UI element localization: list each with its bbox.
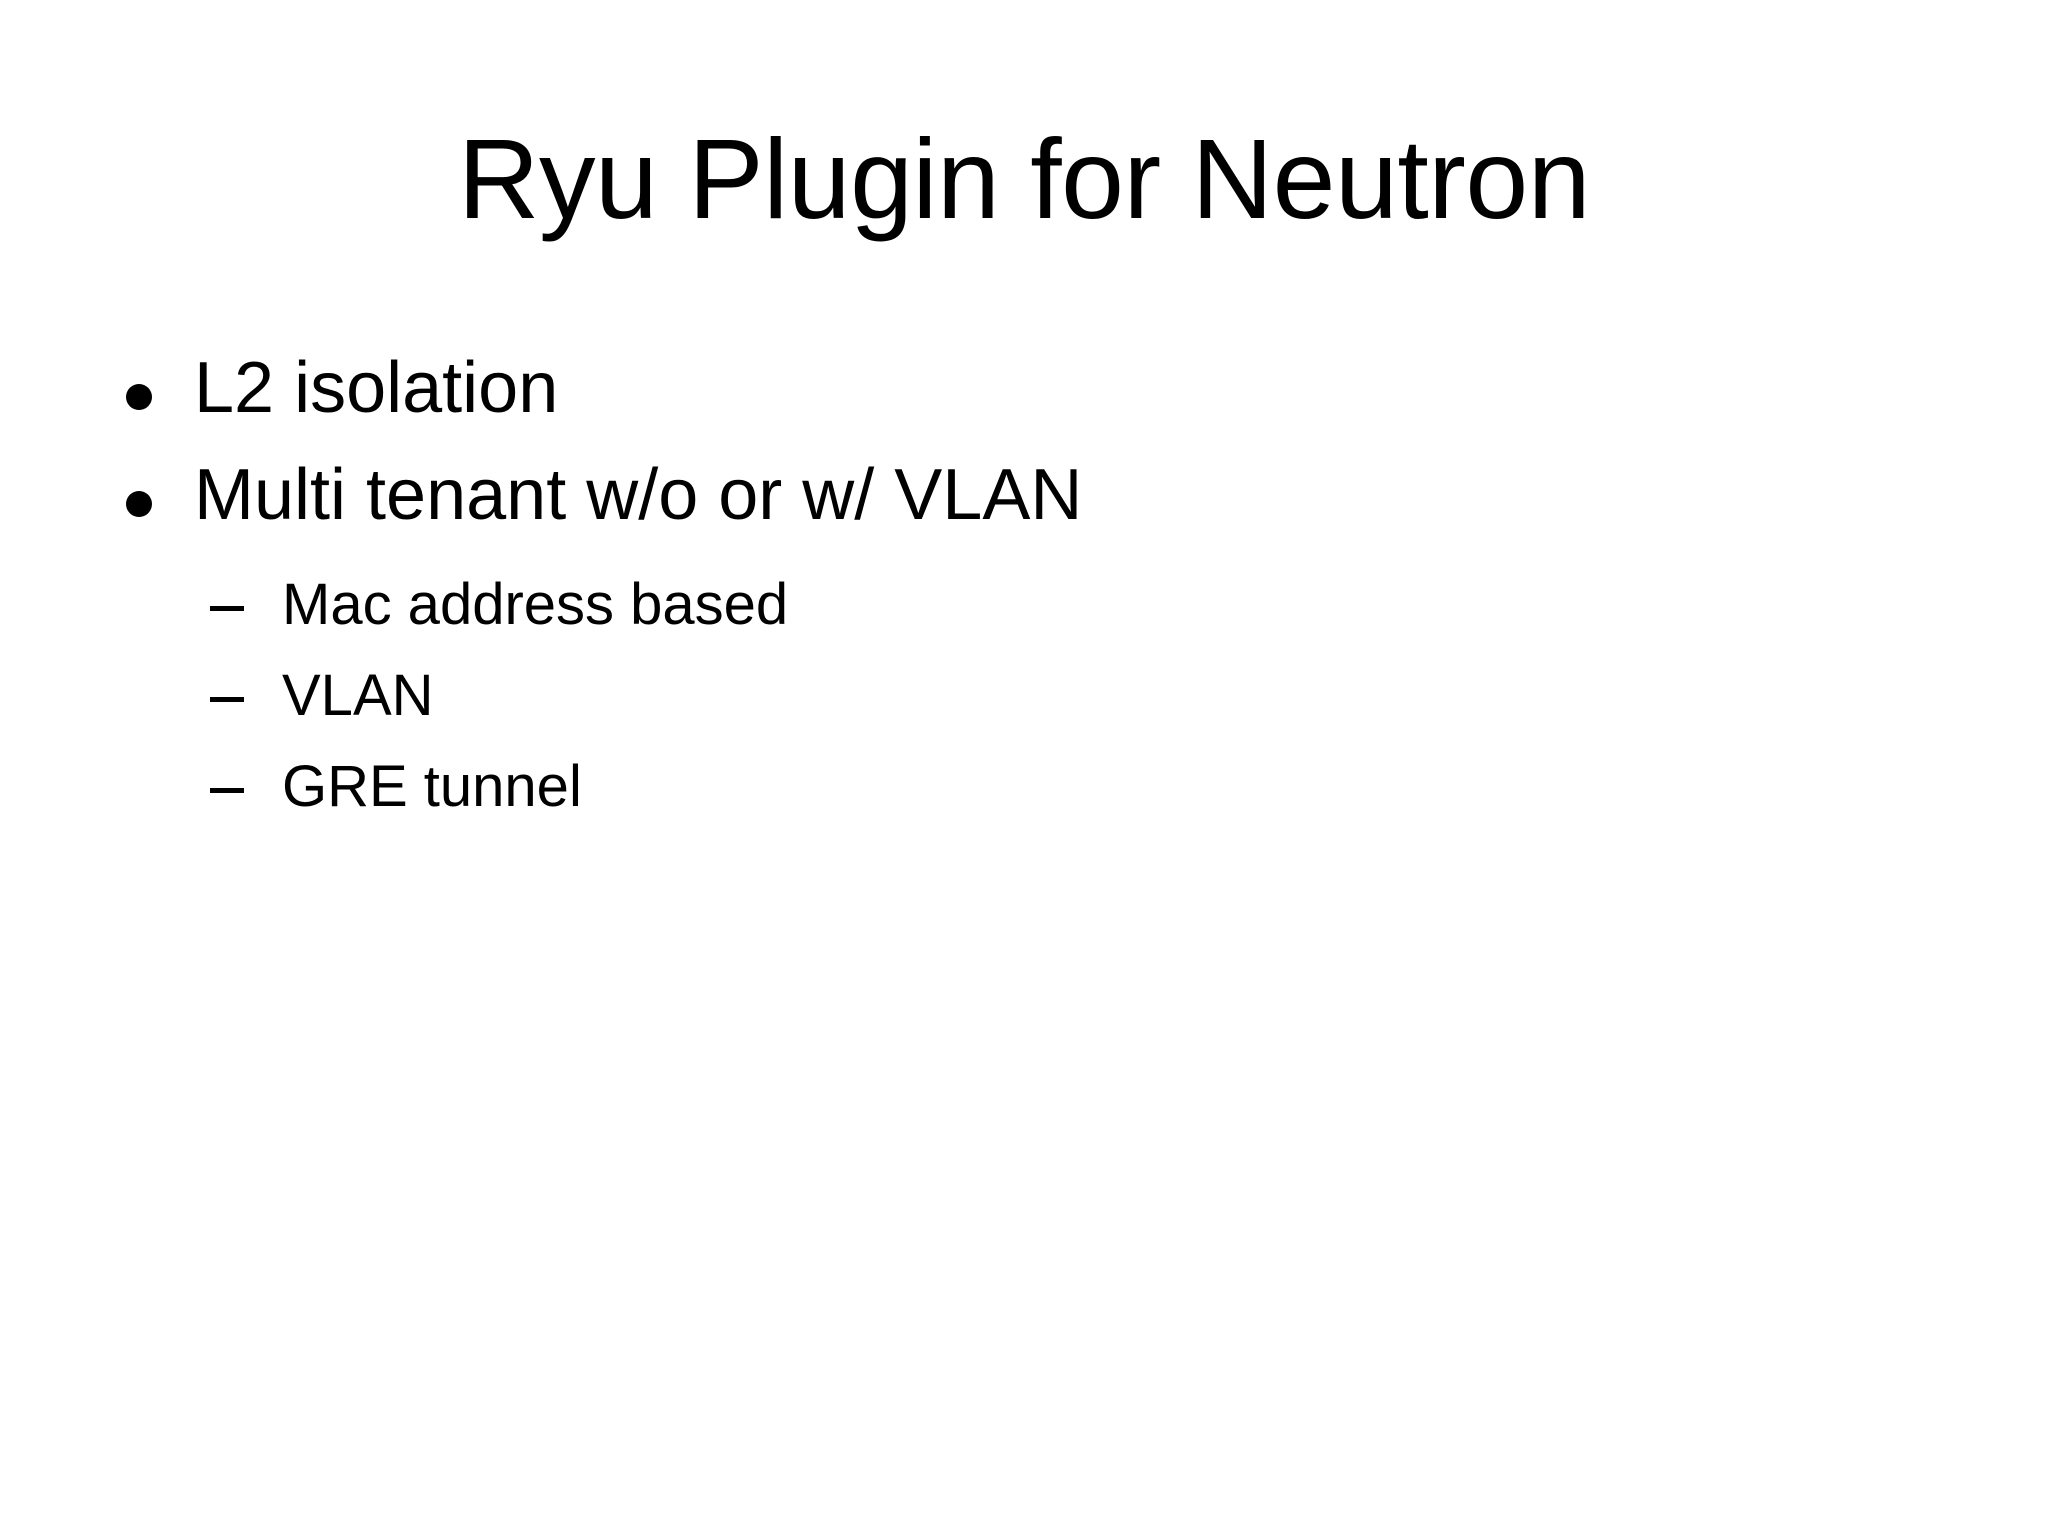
sub-bullet-label: VLAN bbox=[282, 663, 434, 729]
bullet-label: Multi tenant w/o or w/ VLAN bbox=[194, 455, 1083, 536]
sub-bullet-label: Mac address based bbox=[282, 571, 789, 637]
slide-title: Ryu Plugin for Neutron bbox=[457, 116, 1591, 242]
sub-bullet-item-mac-address-based: Mac address based bbox=[0, 575, 2048, 634]
dash-bullet-icon bbox=[210, 575, 282, 611]
sub-bullet-label: GRE tunnel bbox=[282, 754, 582, 820]
disc-bullet-icon bbox=[126, 463, 194, 518]
sub-bullet-group: Mac address based VLAN GRE tunnel bbox=[0, 575, 2048, 816]
sub-bullet-item-vlan: VLAN bbox=[0, 666, 2048, 725]
sub-bullet-item-gre-tunnel: GRE tunnel bbox=[0, 757, 2048, 816]
slide-body-bullet-list: L2 isolation Multi tenant w/o or w/ VLAN… bbox=[0, 348, 2048, 848]
dash-bullet-icon bbox=[210, 666, 282, 703]
bullet-label: L2 isolation bbox=[194, 348, 559, 428]
bullet-item-l2-isolation: L2 isolation bbox=[0, 348, 2048, 428]
bullet-item-multi-tenant: Multi tenant w/o or w/ VLAN bbox=[0, 455, 2048, 536]
disc-bullet-icon bbox=[126, 356, 194, 410]
dash-bullet-icon bbox=[210, 757, 282, 794]
